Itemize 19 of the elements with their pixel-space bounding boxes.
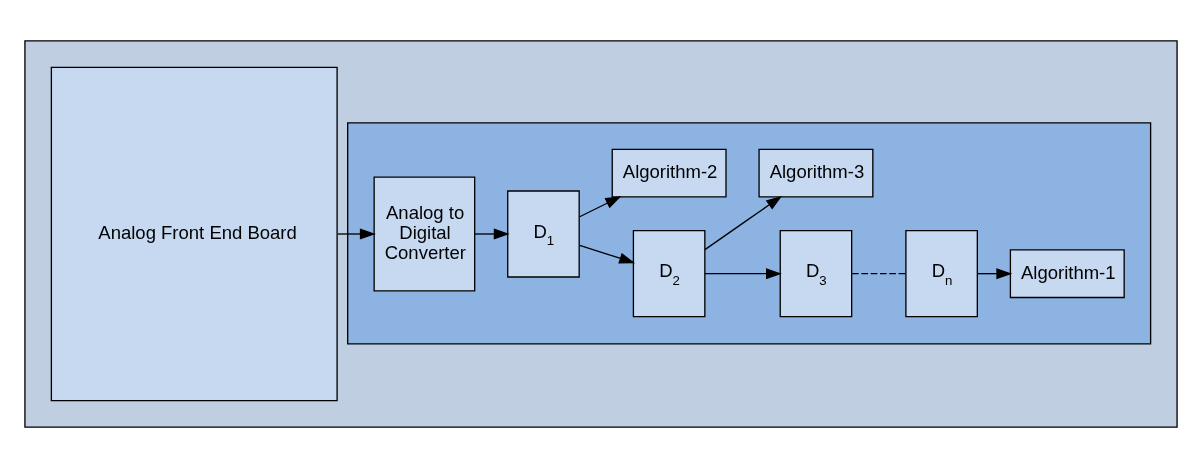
arrow <box>337 227 376 240</box>
connector <box>851 272 907 274</box>
arrow <box>579 195 622 217</box>
node-box: D$_{2}$ <box>632 229 706 317</box>
node-box: D$_{n}$ <box>905 229 978 317</box>
node-box: D$_{3}$ <box>779 229 853 317</box>
node-box: D$_{1}$ <box>507 189 580 278</box>
arrow <box>977 267 1013 279</box>
node-box: Algorithm-1 <box>1009 248 1125 298</box>
arrow <box>704 267 782 279</box>
node-box: Analog to Digital Converter <box>373 175 476 292</box>
arrow <box>704 195 782 250</box>
node-box: Algorithm-2 <box>611 148 727 198</box>
cluster <box>347 121 1152 344</box>
node-box: Analog Front End Board <box>50 66 338 401</box>
node-box: Algorithm-3 <box>758 148 874 198</box>
arrow <box>579 244 636 264</box>
cluster <box>24 39 1178 428</box>
arrow <box>474 227 510 240</box>
